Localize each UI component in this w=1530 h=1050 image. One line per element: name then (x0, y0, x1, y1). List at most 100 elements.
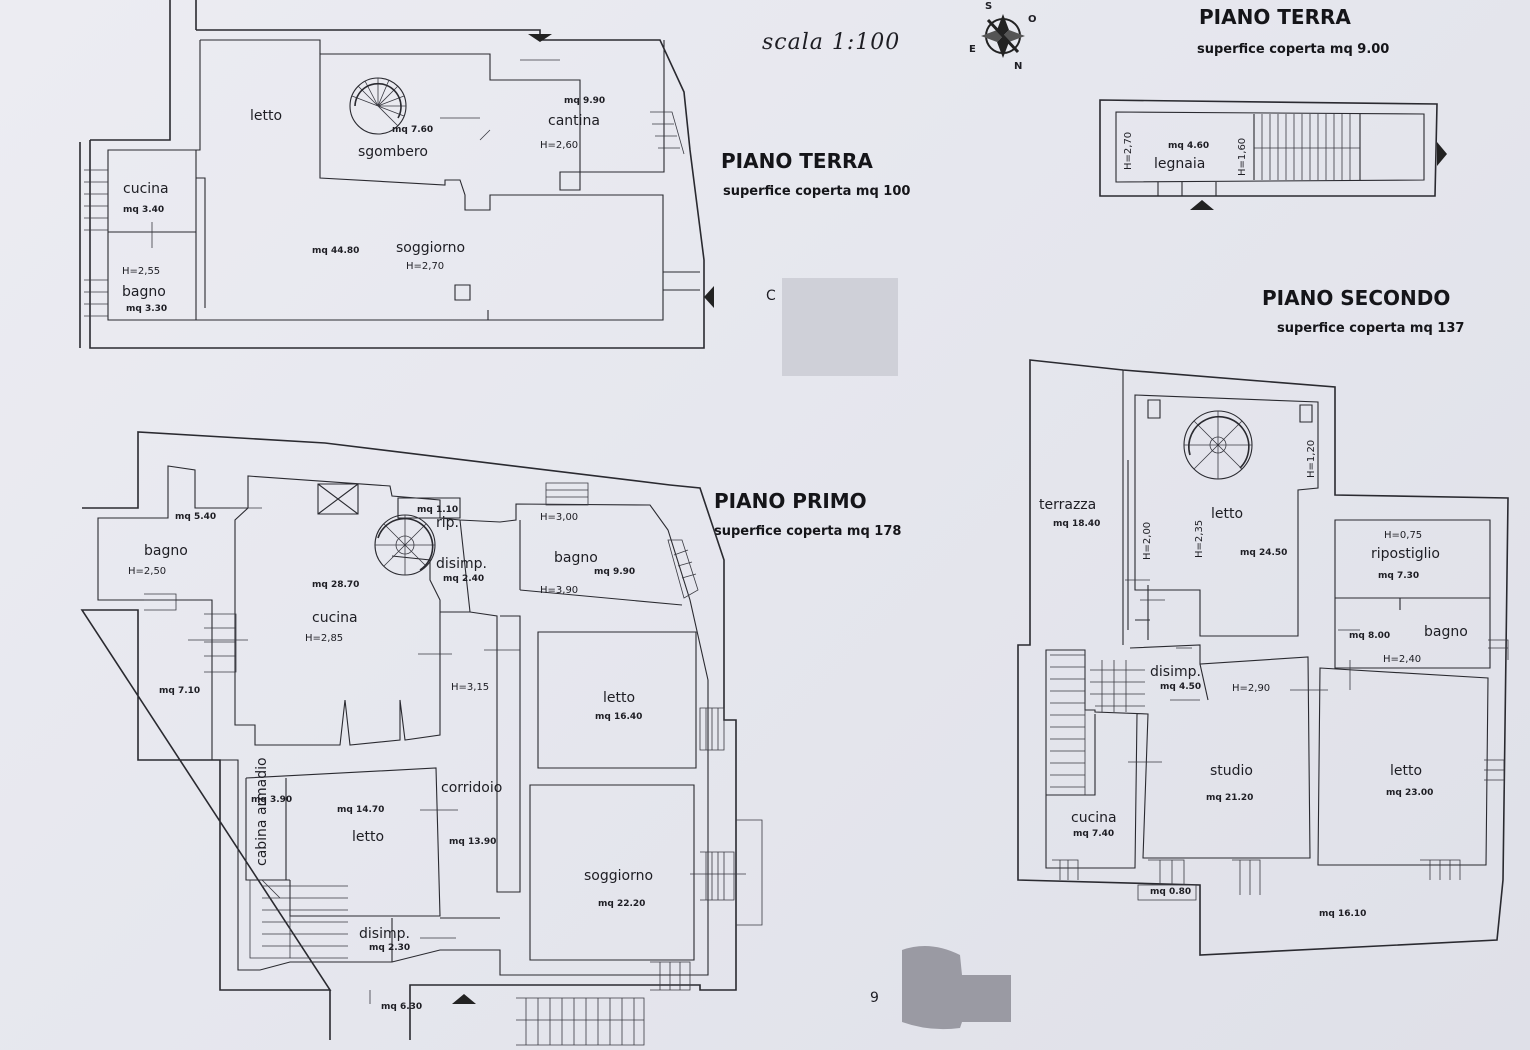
ps-area-terrazza: mq 18.40 (1053, 519, 1100, 529)
pt-room-cantina: cantina (548, 113, 600, 129)
pp-height-cucina: H=2,85 (305, 633, 343, 644)
pp-area-bagno1: mq 5.40 (175, 512, 216, 522)
pt-area-cucina: mq 3.40 (123, 205, 164, 215)
ps-area-studio: mq 21.20 (1206, 793, 1253, 803)
pp-area-disimp2: mq 2.30 (369, 943, 410, 953)
pp-room-letto1: letto (603, 690, 635, 706)
ps-room-studio: studio (1210, 763, 1253, 779)
annex-height-left: H=2,70 (1123, 132, 1134, 170)
pp-room-bagno1: bagno (144, 543, 188, 559)
pp-room-disimp2: disimp. (359, 926, 410, 942)
pp-area-disimp1: mq 2.40 (443, 574, 484, 584)
pp-room-cucina: cucina (312, 610, 358, 626)
pp-room-soggiorno: soggiorno (584, 868, 653, 884)
pp-area-letto1: mq 16.40 (595, 712, 642, 722)
ps-room-bagno: bagno (1424, 624, 1468, 640)
pt-height-soggiorno: H=2,70 (406, 261, 444, 272)
ps-area-ripostiglio: mq 7.30 (1378, 571, 1419, 581)
ps-area-16-10: mq 16.10 (1319, 909, 1366, 919)
ps-area-0-80: mq 0.80 (1150, 887, 1191, 897)
pt-area-cantina: mq 9.90 (564, 96, 605, 106)
pp-area-letto2: mq 14.70 (337, 805, 384, 815)
compass-left: E (969, 44, 976, 55)
ps-area-letto1: mq 24.50 (1240, 548, 1287, 558)
pt-room-letto: letto (250, 108, 282, 124)
redaction-blob (902, 946, 1011, 1030)
ps-room-terrazza: terrazza (1039, 497, 1096, 513)
pt-height-cantina: H=2,60 (540, 140, 578, 151)
compass-right: O (1028, 14, 1037, 25)
pt-annex-surface: superfice coperta mq 9.00 (1197, 42, 1389, 57)
entrance-arrow-icon (528, 34, 552, 42)
annex-height-right: H=1,60 (1237, 138, 1248, 176)
pp-area-6-30: mq 6.30 (381, 1002, 422, 1012)
entrance-arrow-icon (704, 286, 714, 308)
pt-area-sgombero: mq 7.60 (392, 125, 433, 135)
ps-height-studio: H=2,90 (1232, 683, 1270, 694)
pp-room-disimp1: disimp. (436, 556, 487, 572)
entrance-arrow-icon (452, 994, 476, 1004)
ps-height-2-35: H=2,35 (1194, 520, 1205, 558)
pp-height-bagno2-top: H=3,00 (540, 512, 578, 523)
compass-icon: S O E N (969, 1, 1037, 72)
entrance-arrow-icon (1190, 200, 1214, 210)
compass-bottom: N (1014, 61, 1022, 72)
pt-annex-title: PIANO TERRA (1199, 5, 1351, 29)
ps-room-cucina: cucina (1071, 810, 1117, 826)
ps-height-1-20: H=1,20 (1306, 440, 1317, 478)
pp-area-bagno2: mq 9.90 (594, 567, 635, 577)
annex-area-legnaia: mq 4.60 (1168, 141, 1209, 151)
pp-height-bagno1: H=2,50 (128, 566, 166, 577)
pt-height-bagno: H=2,55 (122, 266, 160, 277)
scale-label: scala 1:100 (762, 30, 900, 55)
ps-area-bagno: mq 8.00 (1349, 631, 1390, 641)
ps-room-disimp: disimp. (1150, 664, 1201, 680)
pt-surface: superfice coperta mq 100 (723, 184, 910, 199)
plan-piano-terra-annex: H=2,70 mq 4.60 legnaia H=1,60 (1099, 99, 1447, 210)
annex-room-legnaia: legnaia (1154, 156, 1205, 172)
pp-room-cabina: cabina armadio (254, 757, 270, 866)
entrance-arrow-icon (1437, 142, 1447, 166)
redacted-area (782, 278, 898, 376)
pp-height-corridoio: H=3,15 (451, 682, 489, 693)
pp-room-rip: rip. (436, 515, 459, 531)
pp-title: PIANO PRIMO (714, 489, 867, 513)
pp-height-bagno2-bottom: H=3,90 (540, 585, 578, 596)
pp-room-bagno2: bagno (554, 550, 598, 566)
pt-room-sgombero: sgombero (358, 144, 428, 160)
plan-piano-primo: mq 5.40 bagno H=2,50 mq 7.10 mq 28.70 cu… (80, 431, 763, 1046)
ps-area-cucina: mq 7.40 (1073, 829, 1114, 839)
plan-piano-terra: letto mq 7.60 sgombero mq 9.90 cantina H… (79, 0, 714, 349)
ps-room-letto2: letto (1390, 763, 1422, 779)
ps-title: PIANO SECONDO (1262, 286, 1450, 310)
pt-area-soggiorno: mq 44.80 (312, 246, 359, 256)
pp-room-corridoio: corridoio (441, 780, 502, 796)
pp-area-cabina: mq 3.90 (251, 795, 292, 805)
ps-area-disimp: mq 4.50 (1160, 682, 1201, 692)
pt-room-cucina: cucina (123, 181, 169, 197)
pp-area-7-10: mq 7.10 (159, 686, 200, 696)
ps-height-ripostiglio: H=0,75 (1384, 530, 1422, 541)
ps-surface: superfice coperta mq 137 (1277, 321, 1464, 336)
ps-height-2-00: H=2,00 (1142, 522, 1153, 560)
pt-room-bagno: bagno (122, 284, 166, 300)
pt-title: PIANO TERRA (721, 149, 873, 173)
ps-room-letto1: letto (1211, 506, 1243, 522)
page-mark: 9 (870, 990, 879, 1006)
pt-area-bagno: mq 3.30 (126, 304, 167, 314)
ps-height-bagno: H=2,40 (1383, 654, 1421, 665)
plan-piano-secondo: terrazza mq 18.40 letto mq 24.50 H=2,00 … (1017, 359, 1509, 956)
compass-top: S (985, 1, 992, 12)
pp-area-rip: mq 1.10 (417, 505, 458, 515)
ps-room-ripostiglio: ripostiglio (1371, 546, 1440, 562)
pp-area-corridoio: mq 13.90 (449, 837, 496, 847)
pp-surface: superfice coperta mq 178 (714, 524, 901, 539)
pp-room-letto2: letto (352, 829, 384, 845)
partial-text: C (766, 288, 776, 304)
pp-area-cucina: mq 28.70 (312, 580, 359, 590)
ps-area-letto2: mq 23.00 (1386, 788, 1433, 798)
pp-area-soggiorno: mq 22.20 (598, 899, 645, 909)
pt-room-soggiorno: soggiorno (396, 240, 465, 256)
